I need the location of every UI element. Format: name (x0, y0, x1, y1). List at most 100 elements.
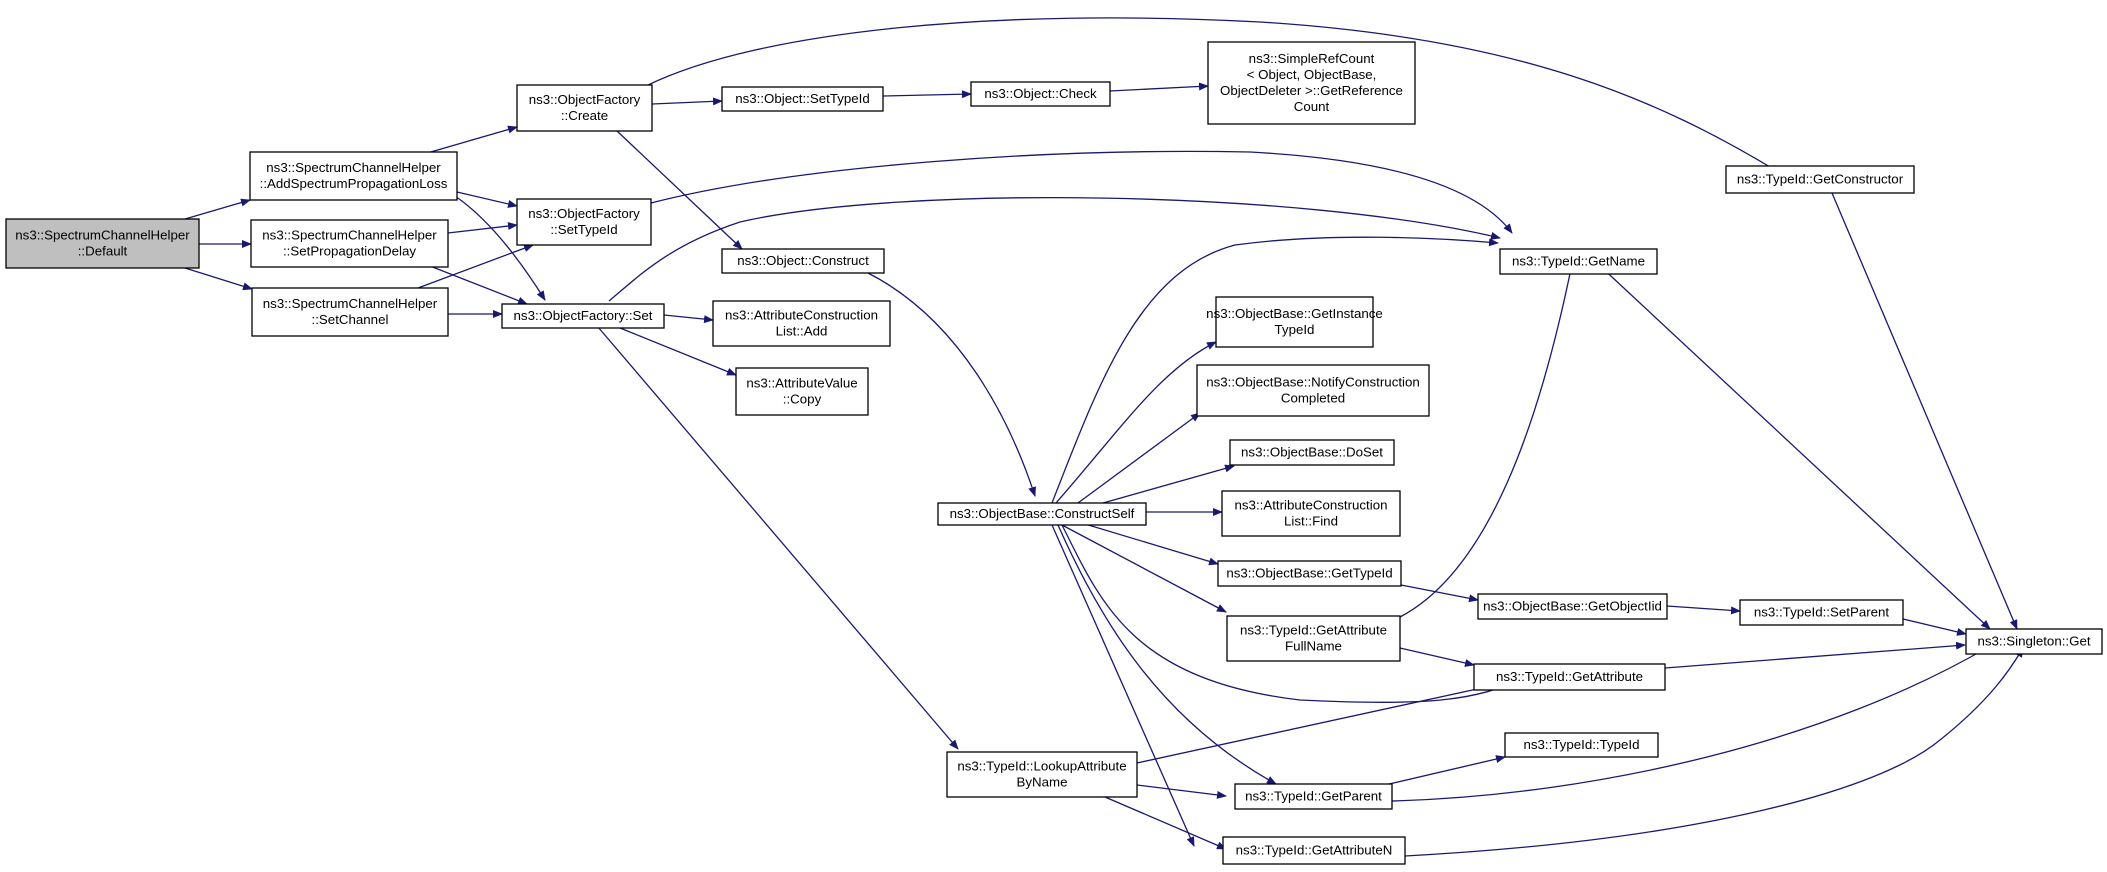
node-ob-getobjectiid[interactable]: ns3::ObjectBase::GetObjectIid (1477, 593, 1668, 620)
node-factory-create[interactable]: ns3::ObjectFactory::Create (516, 84, 653, 132)
node-label: ns3::Singleton::Get (1977, 634, 2090, 649)
node-attrvalue-copy[interactable]: ns3::AttributeValue::Copy (735, 367, 869, 416)
edge-set-getname (608, 197, 1501, 302)
edge-addloss-set (454, 195, 546, 301)
edge-setdelay-set (429, 265, 528, 305)
node-box (5, 218, 200, 269)
node-factory-settypeid[interactable]: ns3::ObjectFactory::SetTypeId (516, 198, 652, 246)
node-box (721, 86, 884, 112)
node-box (970, 81, 1111, 107)
node-label: Count (1294, 99, 1330, 114)
node-ob-gettypeid[interactable]: ns3::ObjectBase::GetTypeId (1217, 560, 1402, 587)
node-box (1215, 296, 1374, 348)
node-typeid-getconstructor[interactable]: ns3::TypeId::GetConstructor (1725, 165, 1915, 194)
node-set-channel[interactable]: ns3::SpectrumChannelHelper::SetChannel (251, 287, 449, 337)
edges (184, 17, 2024, 857)
edge-cs-getname (1051, 236, 1499, 504)
nodes: ns3::SpectrumChannelHelper::Defaultns3::… (5, 41, 2103, 865)
node-label: ns3::SpectrumChannelHelper (263, 296, 438, 311)
node-label: ::Copy (783, 392, 822, 407)
edge-getattrn-singleton (1404, 647, 2024, 857)
edge-set-copy (619, 327, 737, 376)
node-box (1196, 364, 1430, 417)
node-typeid-getparent[interactable]: ns3::TypeId::GetParent (1234, 783, 1393, 810)
edge-create-objsettypeid (651, 97, 723, 106)
node-label: ns3::ObjectBase::DoSet (1241, 445, 1383, 460)
node-box (1217, 560, 1402, 587)
edge-set-acladd (663, 314, 714, 324)
edge-getconstructor-singleton (1831, 192, 2018, 630)
node-label: ObjectDeleter >::GetReference (1220, 83, 1403, 98)
node-box (516, 198, 652, 246)
edge-cs-getattrn (1051, 524, 1195, 847)
node-typeid-getname[interactable]: ns3::TypeId::GetName (1499, 248, 1658, 275)
node-label: ns3::TypeId::GetName (1512, 254, 1645, 269)
node-label: ns3::TypeId::GetParent (1245, 789, 1382, 804)
node-typeid-typeid[interactable]: ns3::TypeId::TypeId (1504, 732, 1659, 758)
node-label: ns3::ObjectFactory (529, 92, 641, 107)
node-typeid-setparent[interactable]: ns3::TypeId::SetParent (1739, 599, 1904, 626)
node-label: ns3::ObjectBase::NotifyConstruction (1206, 375, 1420, 390)
node-typeid-getattribute[interactable]: ns3::TypeId::GetAttribute (1473, 663, 1666, 691)
node-label: List::Add (776, 324, 828, 339)
node-box (250, 219, 449, 268)
node-box (1473, 663, 1666, 691)
node-label: ns3::TypeId::GetAttribute (1240, 623, 1387, 638)
edge-getparent-singleton (1391, 645, 1991, 802)
node-ob-notify[interactable]: ns3::ObjectBase::NotifyConstructionCompl… (1196, 364, 1430, 417)
node-box (1207, 41, 1416, 125)
edge-default-addloss (184, 198, 251, 220)
node-default[interactable]: ns3::SpectrumChannelHelper::Default (5, 218, 200, 269)
node-set-delay[interactable]: ns3::SpectrumChannelHelper::SetPropagati… (250, 219, 449, 268)
node-box (516, 84, 653, 132)
node-label: ns3::TypeId::LookupAttribute (957, 759, 1126, 774)
node-label: ns3::Object::Check (984, 86, 1097, 101)
node-label: ns3::TypeId::GetAttributeN (1236, 843, 1393, 858)
edge-getparent-typeid (1384, 755, 1506, 786)
edge-lookup-getattrn (1104, 796, 1227, 850)
node-object-check[interactable]: ns3::Object::Check (970, 81, 1111, 107)
edge-getattrfullname-getattribute (1399, 647, 1475, 667)
node-label: ns3::SpectrumChannelHelper (266, 160, 441, 175)
node-box (501, 303, 665, 329)
node-label: ns3::AttributeConstruction (1235, 498, 1388, 513)
node-object-construct[interactable]: ns3::Object::Construct (721, 248, 885, 274)
node-object-settypeid[interactable]: ns3::Object::SetTypeId (721, 86, 884, 112)
node-ob-constructself[interactable]: ns3::ObjectBase::ConstructSelf (937, 502, 1147, 526)
node-label: ns3::ObjectBase::GetTypeId (1226, 566, 1392, 581)
edge-settypeid-getname (650, 150, 1513, 234)
edge-check-simplerefcount (1109, 82, 1209, 92)
node-simplerefcount[interactable]: ns3::SimpleRefCount< Object, ObjectBase,… (1207, 41, 1416, 125)
edge-construct-constructself (867, 272, 1036, 497)
node-label: ns3::TypeId::GetAttribute (1496, 669, 1643, 684)
edge-getattribute-singleton (1664, 641, 1966, 669)
edge-cs-gettypeid (1084, 523, 1219, 566)
node-label: ns3::ObjectBase::ConstructSelf (950, 506, 1135, 521)
edge-cs-doset (1102, 464, 1235, 504)
node-box (251, 287, 449, 337)
edge-addloss-settypeid (456, 191, 518, 208)
node-ob-doset[interactable]: ns3::ObjectBase::DoSet (1229, 439, 1395, 466)
node-label: TypeId (1275, 322, 1315, 337)
edge-default-setchannel (184, 267, 253, 291)
node-label: ::SetTypeId (550, 222, 617, 237)
node-label: < Object, ObjectBase, (1247, 67, 1377, 82)
node-factory-set[interactable]: ns3::ObjectFactory::Set (501, 303, 665, 329)
node-label: ns3::SpectrumChannelHelper (15, 228, 190, 243)
edge-cs-getparent (1057, 524, 1277, 785)
node-label: ::AddSpectrumPropagationLoss (260, 176, 448, 191)
edge-cs-getattrfullname (1061, 524, 1227, 613)
node-typeid-getattrn[interactable]: ns3::TypeId::GetAttributeN (1222, 836, 1406, 865)
node-singleton-get[interactable]: ns3::Singleton::Get (1965, 628, 2103, 655)
node-box (1229, 439, 1395, 466)
node-label: FullName (1285, 639, 1342, 654)
node-label: ns3::SimpleRefCount (1249, 51, 1375, 66)
edge-getattrfullname-getname (1399, 263, 1575, 618)
node-label: ::Default (78, 244, 128, 259)
node-add-loss[interactable]: ns3::SpectrumChannelHelper::AddSpectrumP… (249, 151, 458, 201)
